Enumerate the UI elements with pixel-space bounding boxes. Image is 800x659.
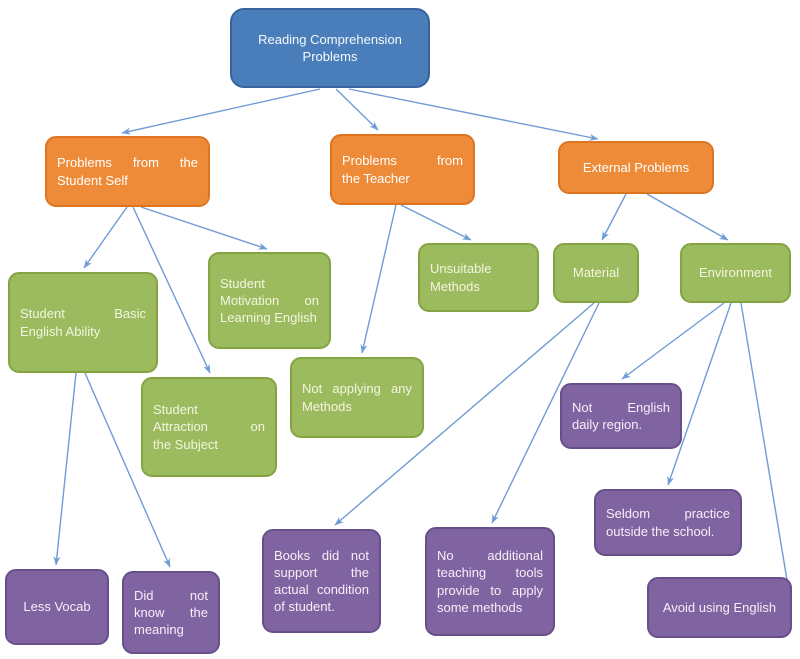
connector-root-teacher	[335, 88, 379, 131]
connector-environment-not_english	[621, 302, 725, 380]
connector-student_self-basic_ability	[83, 206, 128, 269]
node-less-vocab: Less Vocab	[5, 569, 109, 645]
connector-teacher-not_applying	[360, 204, 397, 354]
node-material: Material	[553, 243, 639, 303]
connector-basic_ability-less_vocab	[53, 372, 77, 566]
connector-root-external	[348, 88, 599, 141]
connector-external-material	[601, 193, 627, 241]
connector-student_self-motivation	[140, 206, 268, 250]
connector-teacher-unsuitable	[400, 204, 472, 241]
connector-root-student_self	[121, 88, 321, 135]
connector-external-environment	[646, 193, 729, 241]
node-environment: Environment	[680, 243, 791, 303]
connector-environment-avoid	[740, 302, 792, 593]
node-external-problems: External Problems	[558, 141, 714, 194]
node-avoid-english: Avoid using English	[647, 577, 792, 638]
